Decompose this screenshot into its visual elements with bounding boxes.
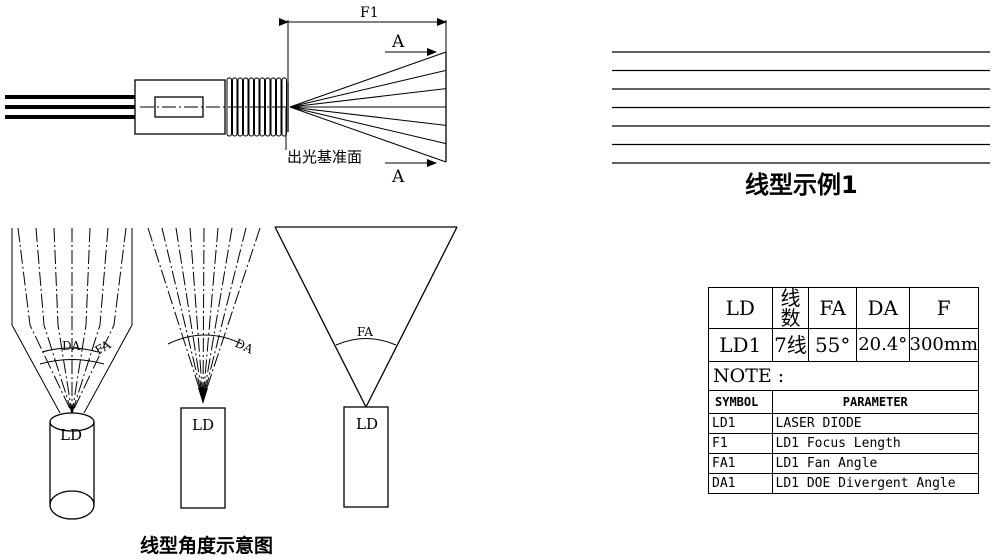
spec-value-f: 300mm — [908, 328, 979, 362]
spec-header-row: LD 线数 FA DA F — [708, 287, 979, 329]
spec-header-ld: LD — [708, 287, 773, 329]
legend-row: FA1 LD1 Fan Angle — [708, 453, 980, 474]
diagram1-beam — [71, 227, 91, 414]
diagram2-beam-lines — [147, 227, 261, 404]
line-example-caption: 线型示例1 — [745, 171, 858, 199]
legend-header-row: SYMBOL PARAMETER — [708, 390, 980, 414]
diagram2-beam — [202, 227, 233, 401]
laser-fan-top-view — [289, 51, 447, 163]
note-row: NOTE : — [708, 361, 979, 391]
diagram2-beam — [147, 227, 204, 401]
angle-diagrams-caption: 线型角度示意图 — [140, 534, 273, 557]
diagram2-beam — [202, 227, 205, 401]
spec-header-f: F — [908, 287, 979, 329]
legend-parameter: LD1 Focus Length — [771, 433, 980, 454]
legend-row: F1 LD1 Focus Length — [708, 433, 980, 454]
fin — [265, 77, 271, 137]
emission-plane-label: 出光基准面 — [287, 148, 362, 166]
diagram1-da-label: DA — [62, 339, 81, 353]
legend-symbol: DA1 — [708, 473, 773, 494]
diagram2-focus-point — [198, 388, 208, 404]
diagram1-da-arc — [41, 347, 99, 353]
diagram2-ld-label: LD — [192, 416, 214, 434]
fan-line — [289, 51, 447, 108]
diagram2-beam — [202, 227, 219, 401]
focus-length-dimension: F1 — [279, 5, 447, 105]
legend-symbol: F1 — [708, 433, 773, 454]
diagram1-beam-lines — [11, 227, 133, 414]
cable-wires — [5, 95, 135, 119]
legend-symbol: LD1 — [708, 413, 773, 434]
legend-row: DA1 LD1 DOE Divergent Angle — [708, 473, 980, 494]
line-example — [612, 51, 990, 164]
legend-row: LD1 LASER DIODE — [708, 413, 980, 434]
diagram1-beam — [71, 227, 109, 414]
diagram1-envelope-right — [83, 228, 133, 414]
note-label: NOTE : — [708, 361, 979, 391]
spec-value-lines: 7线 — [771, 328, 810, 362]
spec-table: LD 线数 FA DA F LD1 7线 55° 20.4° 300mm NOT… — [708, 287, 980, 494]
diagram1-laser-diode: LD — [49, 412, 95, 520]
legend-symbol: FA1 — [708, 453, 773, 474]
legend-parameter: LD1 DOE Divergent Angle — [771, 473, 980, 494]
diagram3-fa-arc — [335, 338, 397, 346]
diagram3-laser-diode — [343, 406, 389, 508]
diagram1-fa-arc — [39, 359, 105, 365]
spec-header-fa: FA — [808, 287, 857, 329]
diagram1-fa-label: FA — [93, 337, 114, 357]
legend-header-parameter: PARAMETER — [771, 390, 980, 414]
diagram1-beam — [71, 227, 127, 414]
diagram2-da-label: DA — [233, 336, 256, 357]
spec-header-lines: 线数 — [771, 287, 810, 329]
fan-line — [289, 106, 447, 126]
diagram1-beam — [17, 227, 73, 414]
section-label-bottom: A — [391, 167, 405, 187]
spec-value-da: 20.4° — [855, 328, 910, 362]
focus-length-label: F1 — [360, 5, 379, 21]
diagram1-beam — [53, 227, 73, 414]
fin — [243, 77, 249, 137]
section-arrows: A A — [385, 32, 437, 187]
diagram1-ld-label: LD — [60, 426, 82, 444]
diagram3-fa-label: FA — [357, 325, 373, 339]
diagram2-beam — [202, 227, 247, 401]
diagram2-da-arc — [167, 334, 243, 345]
diagram2-beam — [202, 227, 261, 401]
angle-diagram-3: FA LD — [274, 226, 458, 508]
diagram2-laser-diode — [180, 407, 226, 509]
emission-plane-callout: 出光基准面 — [285, 108, 362, 166]
fan-line — [289, 106, 447, 163]
spec-value-ld: LD1 — [708, 328, 773, 362]
spec-value-fa: 55° — [808, 328, 857, 362]
diagram2-beam — [189, 227, 204, 401]
diagram2-beam — [175, 227, 204, 401]
angle-diagram-2: DA LD — [147, 227, 261, 509]
diagram3-ld-label: LD — [356, 415, 378, 433]
fan-line — [289, 88, 447, 108]
diagram2-beam — [161, 227, 204, 401]
spec-header-da: DA — [855, 287, 910, 329]
spec-value-row: LD1 7线 55° 20.4° 300mm — [708, 328, 979, 362]
laser-module-side-view — [5, 51, 447, 163]
legend-parameter: LD1 Fan Angle — [771, 453, 980, 474]
angle-diagram-1: DA FA LD — [11, 227, 133, 520]
legend-parameter: LASER DIODE — [771, 413, 980, 434]
section-label-top: A — [391, 32, 405, 52]
diagram1-beam — [35, 227, 73, 414]
legend-header-symbol: SYMBOL — [708, 390, 773, 414]
fan-line — [289, 106, 447, 145]
fan-line — [289, 69, 447, 108]
diagram1-envelope-left — [11, 228, 61, 414]
